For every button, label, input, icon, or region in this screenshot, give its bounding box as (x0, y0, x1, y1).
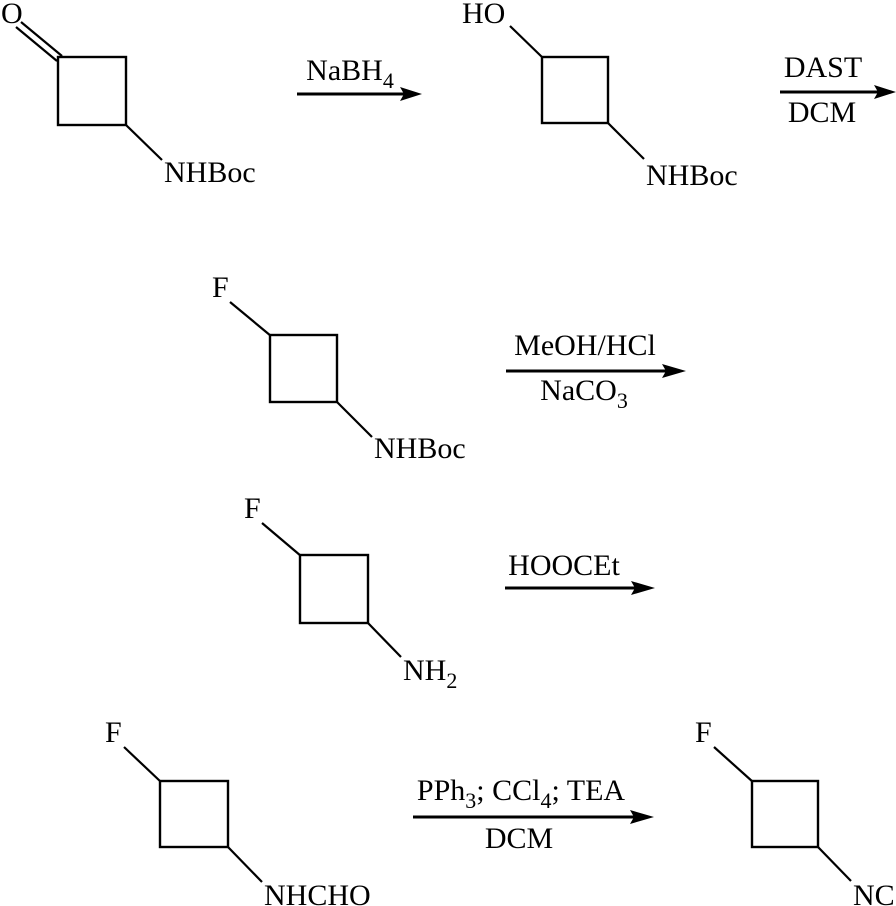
arrow-step-1: NaBH4 (297, 54, 422, 101)
carbonyl-double-bond-line-1 (20, 21, 63, 57)
fluoro-label: F (212, 271, 229, 304)
arrow-step-5: PPh3; CCl4; TEA DCM (413, 774, 654, 855)
reagent-above: NaBH4 (306, 54, 394, 93)
bond-to-f (229, 301, 272, 337)
molecule-fluorocyclobutyl-formamide: F NHCHO (105, 716, 371, 906)
bond-to-f (713, 746, 754, 783)
cyclobutane-ring (56, 55, 128, 127)
arrow-step-3: MeOH/HCl NaCO3 (506, 329, 686, 413)
bond-to-f (261, 522, 302, 557)
molecule-fluorocyclobutyl-isocyanide: F NC (695, 716, 895, 906)
reagent-above: MeOH/HCl (514, 329, 656, 362)
bond-to-nc (817, 846, 852, 882)
oxo-label: O (1, 0, 23, 30)
reagent-above: PPh3; CCl4; TEA (417, 774, 626, 813)
molecule-cyclobutanone-nhboc: O NHBoc (1, 0, 256, 189)
arrow-head (662, 364, 686, 378)
isocyanide-label: NC (853, 879, 895, 906)
nhboc-label: NHBoc (374, 432, 466, 465)
bond-to-f (123, 746, 162, 783)
fluoro-label: F (244, 492, 261, 525)
carbonyl-double-bond-line-2 (15, 26, 58, 62)
reagent-above: DAST (784, 51, 862, 84)
cyclobutane-ring (750, 779, 820, 849)
amine-label: NH2 (403, 654, 457, 693)
arrow-head (874, 85, 896, 99)
hydroxy-label: HO (462, 0, 505, 30)
fluoro-label: F (105, 716, 122, 749)
bond-to-nhboc (336, 401, 373, 438)
cyclobutane-ring (268, 333, 339, 404)
arrow-step-4: HOOCEt (505, 549, 655, 595)
cyclobutane-ring (298, 553, 370, 625)
reagent-above: HOOCEt (508, 549, 620, 582)
reagent-below: NaCO3 (540, 374, 628, 413)
nhboc-label: NHBoc (164, 156, 256, 189)
bond-to-nh2 (367, 622, 402, 658)
molecule-fluorocyclobutane-nhboc: F NHBoc (212, 271, 466, 465)
bond-to-nhcho (227, 846, 263, 883)
arrow-head (630, 810, 654, 824)
bond-to-nhboc (125, 124, 163, 161)
molecule-fluorocyclobutylamine: F NH2 (244, 492, 457, 693)
bond-to-oh (509, 25, 544, 59)
nhboc-label: NHBoc (646, 159, 738, 192)
solvent-below: DCM (788, 96, 856, 129)
molecule-hydroxycyclobutane-nhboc: HO NHBoc (462, 0, 738, 192)
bond-to-nhboc (607, 122, 645, 160)
cyclobutane-ring (540, 55, 610, 125)
cyclobutane-ring (158, 779, 230, 849)
arrow-head (631, 581, 655, 595)
arrow-head (400, 87, 422, 101)
arrow-step-2: DAST DCM (780, 51, 896, 129)
formamide-label: NHCHO (264, 879, 371, 906)
fluoro-label: F (695, 716, 712, 749)
solvent-below: DCM (485, 822, 553, 855)
